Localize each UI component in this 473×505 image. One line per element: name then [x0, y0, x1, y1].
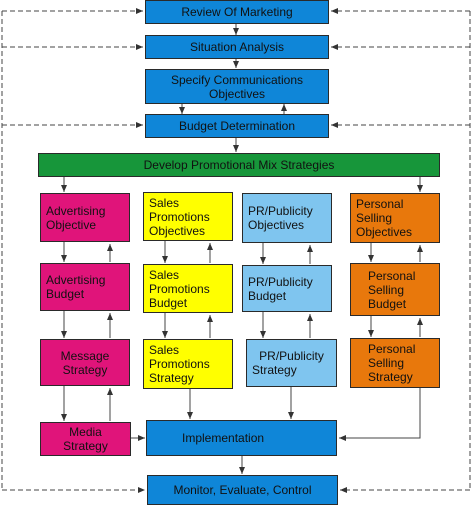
monitor-evaluate-control-label: Monitor, Evaluate, Control: [173, 483, 312, 497]
personal-selling-budget-line2: Selling: [368, 282, 405, 297]
personal-selling-strategy-line1: Personal: [368, 342, 416, 356]
budget-determination-label: Budget Determination: [178, 119, 296, 133]
advertising-objective-line1: Advertising: [46, 203, 106, 218]
sales-promotions-objectives-box: Sales Promotions Objectives: [143, 192, 233, 241]
personal-selling-objectives-box: Personal Selling Objectives: [350, 193, 440, 243]
review-of-marketing-label: Review Of Marketing: [181, 5, 293, 19]
advertising-objective-box: Advertising Objective: [40, 193, 130, 242]
sales-promotions-strategy-box: Sales Promotions Strategy: [143, 339, 233, 389]
message-strategy-line2: Strategy: [62, 362, 108, 377]
pr-publicity-objectives-line1: PR/Publicity: [248, 204, 313, 218]
sales-promotions-strategy-line2: Promotions: [149, 357, 210, 371]
pr-publicity-budget-line1: PR/Publicity: [248, 274, 313, 289]
personal-selling-objectives-line2: Selling: [356, 211, 393, 225]
personal-selling-budget-line1: Personal: [368, 268, 416, 283]
implementation-box: Implementation: [146, 420, 337, 456]
sales-promotions-budget-line2: Promotions: [149, 281, 210, 296]
sales-promotions-objectives-line3: Objectives: [149, 223, 206, 238]
sales-promotions-strategy-line3: Strategy: [149, 371, 194, 385]
specify-communications-objectives-box: Specify Communications Objectives: [145, 69, 329, 104]
develop-promotional-mix-label: Develop Promotional Mix Strategies: [143, 158, 335, 172]
pr-publicity-budget-box: PR/Publicity Budget: [242, 265, 332, 312]
personal-selling-objectives-line1: Personal: [356, 197, 404, 211]
pr-publicity-budget-line2: Budget: [248, 288, 287, 303]
sales-promotions-budget-box: Sales Promotions Budget: [143, 264, 233, 313]
personal-selling-strategy-line2: Selling: [368, 356, 405, 370]
sales-promotions-budget-line3: Budget: [149, 295, 188, 310]
develop-promotional-mix-box: Develop Promotional Mix Strategies: [38, 153, 440, 177]
media-strategy-line1: Media: [69, 425, 102, 439]
personal-selling-objectives-line3: Objectives: [356, 225, 413, 239]
media-strategy-line2: Strategy: [63, 439, 108, 453]
sales-promotions-budget-line1: Sales: [149, 267, 180, 282]
sales-promotions-objectives-line2: Promotions: [149, 209, 210, 224]
monitor-evaluate-control-box: Monitor, Evaluate, Control: [147, 475, 338, 505]
advertising-budget-box: Advertising Budget: [40, 263, 130, 311]
personal-selling-strategy-line3: Strategy: [368, 370, 413, 384]
personal-selling-strategy-box: Personal Selling Strategy: [350, 338, 440, 388]
situation-analysis-label: Situation Analysis: [189, 40, 285, 54]
pr-publicity-strategy-line2: Strategy: [252, 363, 297, 377]
specify-label-line2: Objectives: [208, 86, 266, 101]
sales-promotions-strategy-line1: Sales: [149, 343, 180, 357]
sales-promotions-objectives-line1: Sales: [149, 195, 180, 210]
pr-publicity-strategy-box: PR/Publicity Strategy: [246, 339, 337, 387]
advertising-objective-line2: Objective: [46, 217, 97, 232]
pr-publicity-objectives-box: PR/Publicity Objectives: [242, 193, 332, 243]
situation-analysis-box: Situation Analysis: [145, 35, 329, 59]
pr-publicity-objectives-line2: Objectives: [248, 218, 305, 232]
budget-determination-box: Budget Determination: [145, 114, 329, 138]
pr-publicity-strategy-line1: PR/Publicity: [259, 349, 324, 363]
advertising-budget-line1: Advertising: [46, 273, 106, 287]
personal-selling-budget-line3: Budget: [368, 296, 407, 311]
advertising-budget-line2: Budget: [46, 287, 85, 301]
media-strategy-box: Media Strategy: [40, 422, 131, 456]
personal-selling-budget-box: Personal Selling Budget: [350, 263, 440, 316]
message-strategy-line1: Message: [60, 348, 110, 363]
message-strategy-box: Message Strategy: [40, 339, 130, 386]
implementation-label: Implementation: [182, 431, 265, 445]
specify-label-line1: Specify Communications: [170, 72, 304, 87]
review-of-marketing-box: Review Of Marketing: [145, 0, 329, 24]
